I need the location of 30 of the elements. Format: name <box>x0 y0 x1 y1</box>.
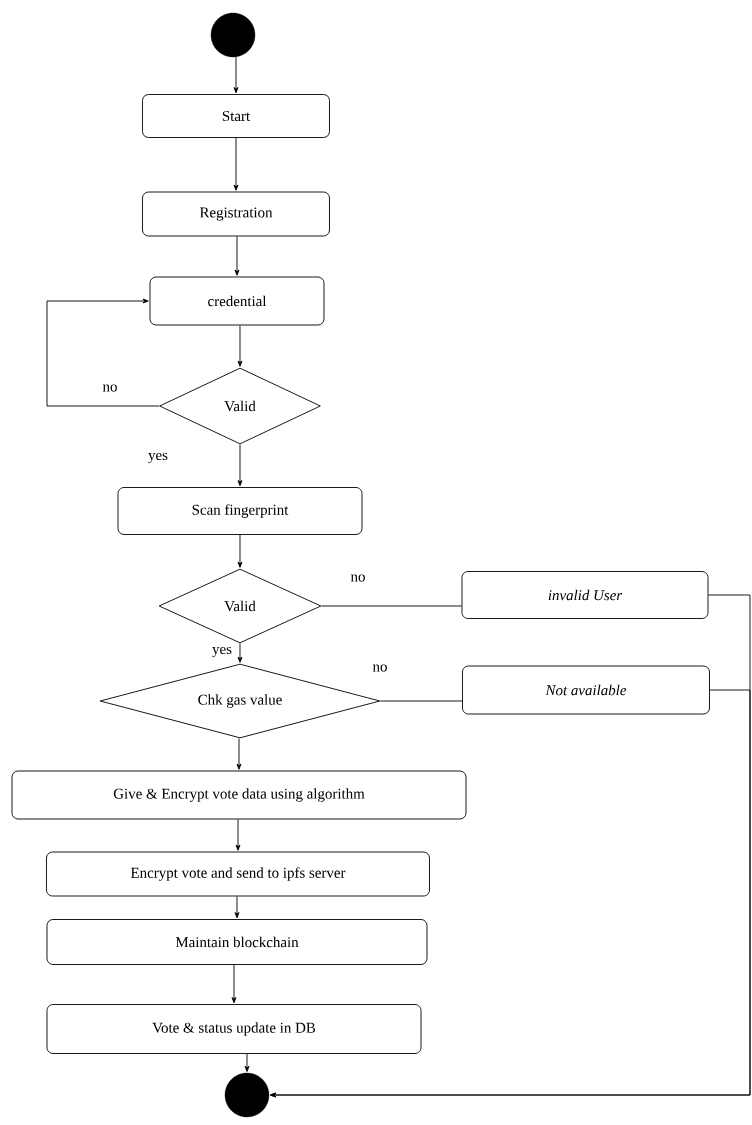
arrow <box>233 56 239 94</box>
arrow <box>237 325 243 367</box>
process-box: credential <box>149 276 325 326</box>
process-box: Not available <box>462 665 710 715</box>
end-circle <box>224 1072 270 1118</box>
arrow <box>236 738 242 770</box>
arrow <box>244 1053 250 1072</box>
process-box: Give & Encrypt vote data using algorithm <box>11 770 467 820</box>
arrow <box>270 689 751 1098</box>
process-box: invalid User <box>461 571 709 619</box>
arrow <box>233 137 239 191</box>
process-box: Registration <box>142 191 330 237</box>
edge-label: yes <box>211 645 233 659</box>
process-box: Scan fingerprint <box>117 487 363 535</box>
edge-label: yes <box>147 451 169 465</box>
edge-label: no <box>101 383 119 393</box>
process-box: Maintain blockchain <box>46 919 428 965</box>
process-box: Encrypt vote and send to ipfs server <box>46 851 430 897</box>
arrow <box>46 298 160 407</box>
arrow <box>237 534 243 568</box>
arrow <box>234 236 240 276</box>
arrow <box>234 896 240 919</box>
process-box: Start <box>142 94 330 138</box>
arrow <box>237 643 243 663</box>
edge-label: no <box>349 573 367 583</box>
arrow <box>235 819 241 851</box>
process-box: Vote & status update in DB <box>46 1004 422 1054</box>
arrow <box>237 444 243 487</box>
start-circle <box>210 12 256 58</box>
arrow <box>231 964 237 1004</box>
